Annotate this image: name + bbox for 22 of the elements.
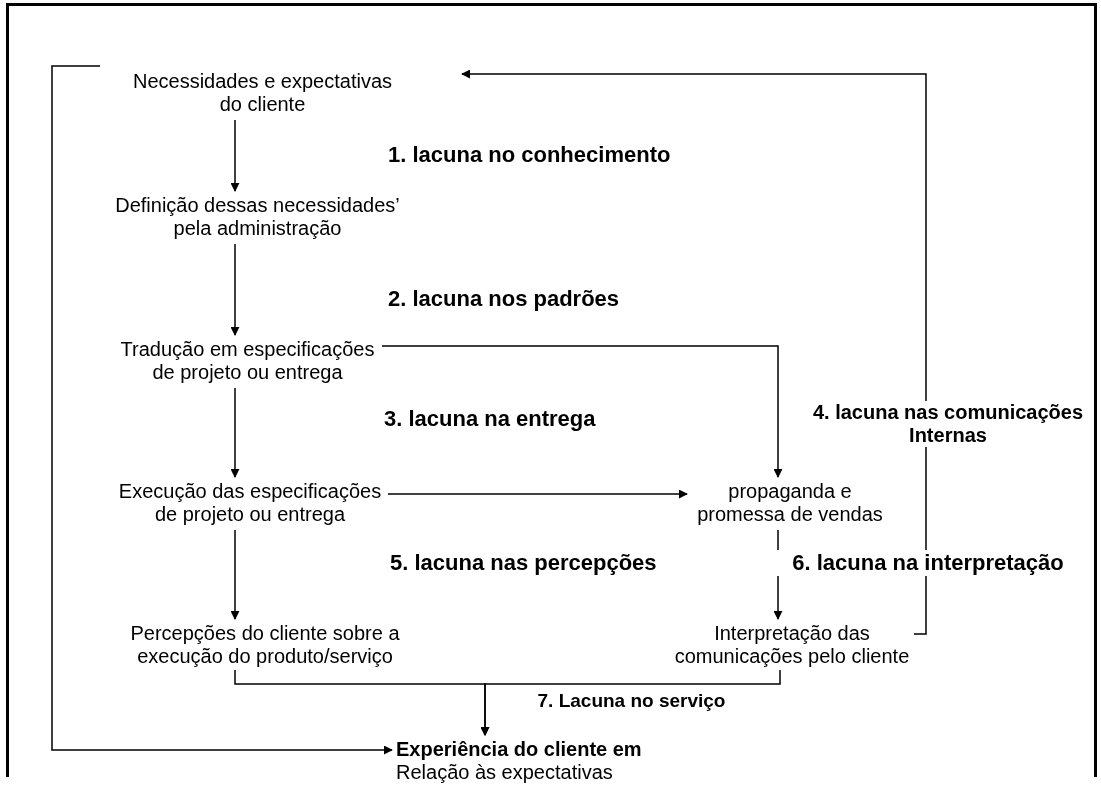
- node-text: Execução das especificações de projeto ou entrega: [117, 480, 383, 526]
- node-text: propaganda e promessa de vendas: [696, 480, 884, 526]
- arrow: [230, 387, 240, 478]
- gap-label: 5. lacuna nas percepções: [390, 550, 658, 576]
- arrow: [230, 529, 240, 620]
- node-text: Interpretação das comunicações pelo cliente: [673, 622, 911, 668]
- arrow: [387, 489, 688, 499]
- node-text: Definição dessas necessidades’ pela administração: [114, 194, 401, 240]
- gap-label: 2. lacuna nos padrões: [388, 286, 621, 312]
- node-text: Experiência do cliente em: [396, 738, 643, 761]
- arrow: [230, 119, 240, 192]
- gap-label: 1. lacuna no conhecimento: [388, 142, 672, 168]
- gap-label: 3. lacuna na entrega: [384, 406, 597, 432]
- arrow: [51, 65, 393, 755]
- node-text: Necessidades e expectativas do cliente: [131, 70, 393, 116]
- node-text: Relação às expectativas: [396, 761, 614, 784]
- arrow: [381, 345, 783, 478]
- arrow: [461, 69, 927, 635]
- arrow: [480, 669, 781, 736]
- node-text: Tradução em especificações de projeto ou entrega: [119, 338, 376, 384]
- arrow: [230, 243, 240, 336]
- node-text: Percepções do cliente sobre a execução do produto/serviço: [129, 622, 401, 668]
